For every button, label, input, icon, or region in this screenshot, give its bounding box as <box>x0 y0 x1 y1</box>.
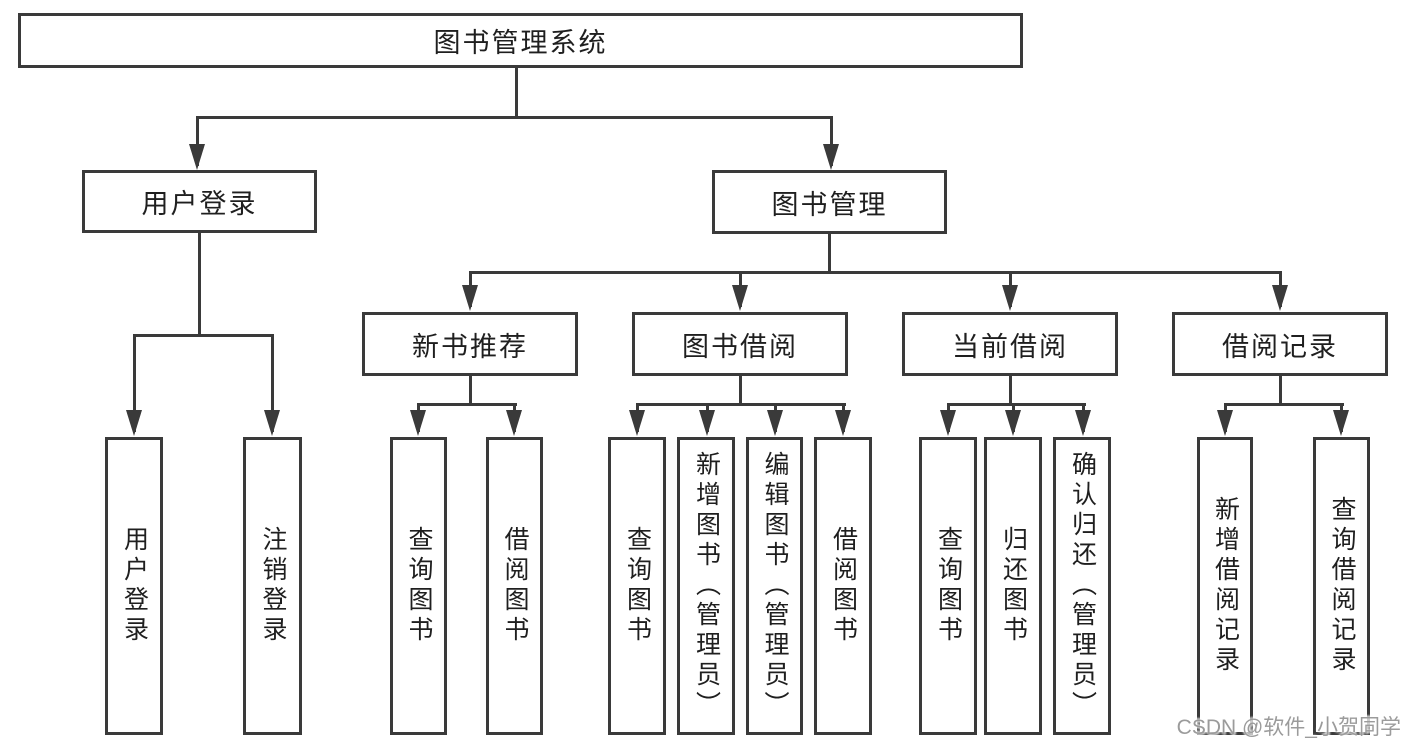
leaf-return-book: 归还图书 <box>984 437 1042 735</box>
arrowhead-icon <box>699 410 715 436</box>
arrowhead-icon <box>462 285 478 311</box>
node-label: 新增借阅记录 <box>1211 496 1240 676</box>
arrowhead-icon <box>1217 410 1233 436</box>
arrowhead-icon <box>1005 410 1021 436</box>
connector-line <box>515 68 518 118</box>
connector-line <box>739 376 742 406</box>
connector-line <box>271 334 274 432</box>
csdn-watermark: CSDN @软件_小贺同学 <box>1176 716 1401 739</box>
arrowhead-icon <box>506 410 522 436</box>
leaf-add-borrow-record: 新增借阅记录 <box>1197 437 1253 735</box>
connector-line <box>198 233 201 337</box>
connector-line <box>469 271 1282 274</box>
arrowhead-icon <box>126 410 142 436</box>
node-root-library-system: 图书管理系统 <box>18 13 1023 68</box>
node-user-login: 用户登录 <box>82 170 317 233</box>
node-label: 查询图书 <box>623 526 652 646</box>
node-current-borrow: 当前借阅 <box>902 312 1118 376</box>
node-label: 用户登录 <box>120 526 149 646</box>
leaf-add-book-admin: 新增图书（管理员） <box>677 437 735 735</box>
leaf-confirm-return-admin: 确认归还（管理员） <box>1053 437 1111 735</box>
arrowhead-icon <box>1002 285 1018 311</box>
arrowhead-icon <box>1333 410 1349 436</box>
arrowhead-icon <box>767 410 783 436</box>
connector-line <box>417 403 517 406</box>
leaf-logout: 注销登录 <box>243 437 302 735</box>
leaf-user-login: 用户登录 <box>105 437 163 735</box>
arrowhead-icon <box>1075 410 1091 436</box>
connector-line <box>1009 376 1012 406</box>
leaf-query-books-current: 查询图书 <box>919 437 977 735</box>
leaf-borrow-books-recommend: 借阅图书 <box>486 437 543 735</box>
node-new-book-recommend: 新书推荐 <box>362 312 578 376</box>
node-label: 查询借阅记录 <box>1328 496 1356 676</box>
node-borrow-records: 借阅记录 <box>1172 312 1388 376</box>
node-label: 借阅图书 <box>829 526 858 646</box>
node-book-borrow: 图书借阅 <box>632 312 848 376</box>
node-label: 确认归还（管理员） <box>1068 451 1097 721</box>
node-label: 注销登录 <box>259 526 287 646</box>
node-label: 新增图书（管理员） <box>692 451 721 721</box>
arrowhead-icon <box>1272 285 1288 311</box>
arrowhead-icon <box>189 144 205 170</box>
connector-line <box>133 334 274 337</box>
connector-line <box>828 234 831 274</box>
arrowhead-icon <box>940 410 956 436</box>
connector-line <box>1224 403 1344 406</box>
connector-line <box>830 116 833 166</box>
node-label: 新书推荐 <box>412 331 528 362</box>
node-label: 借阅图书 <box>501 526 529 646</box>
connector-line <box>636 403 846 406</box>
connector-line <box>1279 376 1282 406</box>
leaf-edit-book-admin: 编辑图书（管理员） <box>746 437 803 735</box>
leaf-query-books-borrow: 查询图书 <box>608 437 666 735</box>
node-label: 当前借阅 <box>952 331 1068 362</box>
leaf-borrow-book: 借阅图书 <box>814 437 872 735</box>
node-label: 图书管理 <box>771 189 888 220</box>
arrowhead-icon <box>264 410 280 436</box>
node-label: 编辑图书（管理员） <box>761 451 789 721</box>
connector-line <box>947 403 1086 406</box>
node-label: 用户登录 <box>141 189 258 219</box>
node-label: 借阅记录 <box>1222 331 1338 362</box>
connector-line <box>196 116 833 119</box>
node-label: 图书管理系统 <box>433 28 608 58</box>
leaf-query-books-recommend: 查询图书 <box>390 437 447 735</box>
node-book-management: 图书管理 <box>712 170 947 234</box>
arrowhead-icon <box>629 410 645 436</box>
arrowhead-icon <box>823 144 839 170</box>
leaf-query-borrow-record: 查询借阅记录 <box>1313 437 1370 735</box>
arrowhead-icon <box>835 410 851 436</box>
node-label: 归还图书 <box>999 526 1028 646</box>
node-label: 查询图书 <box>934 526 963 646</box>
arrowhead-icon <box>410 410 426 436</box>
connector-line <box>133 334 136 432</box>
arrowhead-icon <box>732 285 748 311</box>
node-label: 查询图书 <box>405 526 433 646</box>
node-label: 图书借阅 <box>682 331 798 362</box>
connector-line <box>469 376 472 406</box>
connector-line <box>196 116 199 166</box>
